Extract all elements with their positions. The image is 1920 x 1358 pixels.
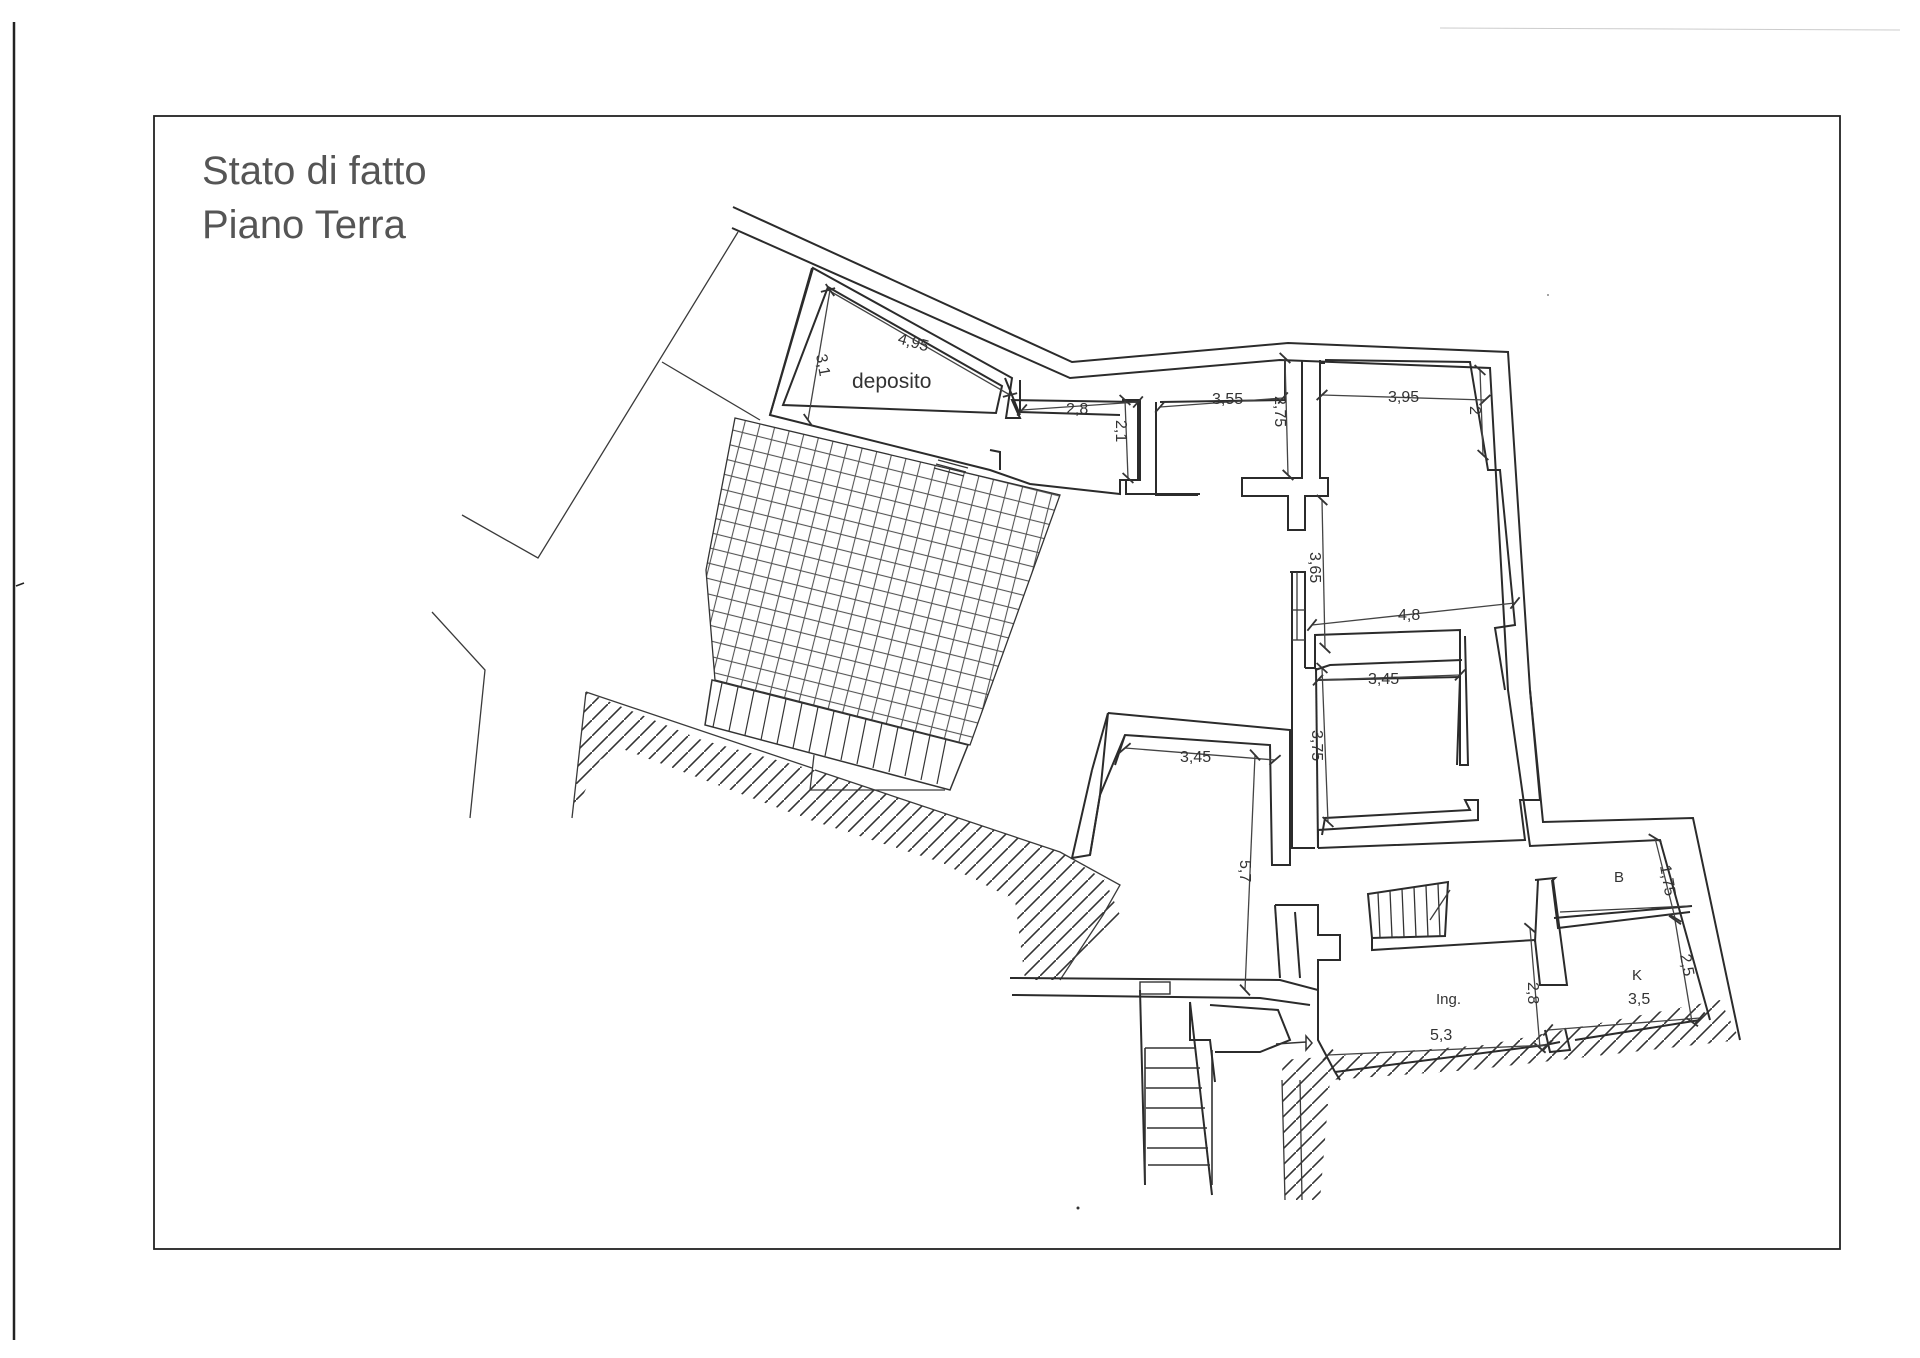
dim-3-45-right: 3,45 [1368, 671, 1399, 688]
room-label-kitchen: K [1632, 967, 1642, 984]
dim-3-95: 3,95 [1388, 389, 1419, 406]
dim-3-55: 3,55 [1212, 391, 1243, 408]
paved-courtyard [704, 417, 1061, 791]
dim-3-1: 3,1 [812, 353, 833, 378]
dim-2-5: 2,5 [1676, 953, 1697, 978]
title-line-1: Stato di fatto [202, 149, 427, 193]
dim-5-3: 5,3 [1430, 1027, 1452, 1044]
dim-2-8-top: 2,8 [1066, 401, 1088, 418]
dim-3-45-left: 3,45 [1180, 749, 1211, 766]
terrain-hatch [571, 691, 1740, 1200]
room-labels: deposito B K Ing. [852, 370, 1642, 1008]
dim-4-8: 4,8 [1398, 607, 1420, 624]
dimension-lines [802, 283, 1706, 1062]
room-label-deposito: deposito [852, 370, 931, 393]
dim-3-75: 3,75 [1308, 730, 1325, 761]
drawing-frame [153, 115, 1841, 1250]
scan-speck [1076, 1206, 1080, 1210]
dim-5-7: 5,7 [1236, 860, 1253, 882]
dimension-labels: 3,1 4,95 2,8 2,1 3,55 2,75 3,95 2 3,65 4… [812, 331, 1697, 1044]
dim-2-75: 2,75 [1271, 396, 1288, 427]
dim-2-8-bottom: 2,8 [1524, 982, 1541, 1004]
dim-1-75: 1,75 [1656, 864, 1678, 898]
room-label-entrance: Ing. [1436, 991, 1461, 1008]
dim-2: 2 [1466, 406, 1483, 415]
dim-2-1: 2,1 [1112, 420, 1129, 442]
site-context-lines [431, 231, 761, 819]
scan-speck-2 [1547, 294, 1549, 296]
scan-mark-top [1439, 27, 1901, 31]
dim-3-5: 3,5 [1628, 991, 1650, 1008]
dim-4-95: 4,95 [896, 331, 931, 356]
room-label-bathroom: B [1614, 869, 1624, 886]
scan-mark [15, 582, 25, 587]
dim-3-65: 3,65 [1306, 552, 1323, 583]
title-line-2: Piano Terra [202, 203, 407, 247]
